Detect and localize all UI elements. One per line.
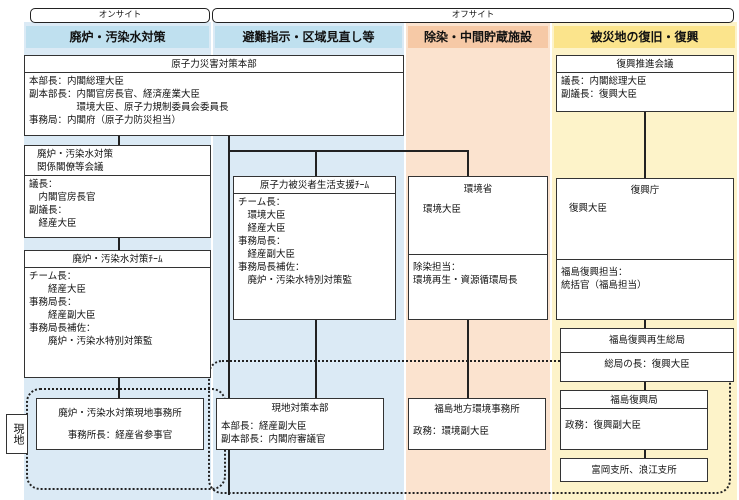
local-response-hq-box: 現地対策本部 本部長：経産副大臣 副本部長：内閣府審議官	[216, 398, 384, 450]
reconstruction-council-body: 議長：内閣総理大臣 副議長：復興大臣	[561, 76, 647, 100]
connector-kankyo-env	[467, 320, 469, 398]
decommissioning-team-title: 廃炉・汚染水対策ﾁｰﾑ	[72, 254, 163, 265]
fukushima-reconstruction-bureau-title: 福島復興局	[610, 395, 658, 406]
connector-hq-bar	[228, 150, 468, 152]
evacuee-support-team-title: 原子力被災者生活支援ﾁｰﾑ	[259, 180, 370, 191]
local-area-outline-offsite	[208, 360, 731, 494]
fukushima-environment-office-box: 福島地方環境事務所 政務：環境副大臣	[408, 398, 546, 450]
reconstruction-agency-minister: 復興大臣	[569, 203, 608, 214]
nuclear-emergency-hq-body: 本部長：内閣総理大臣 副本部長：内閣官房長官、経済産業大臣 環境大臣、原子力規制…	[29, 76, 229, 126]
ministry-of-environment-minister: 環境大臣	[423, 204, 462, 215]
connector-seikatsu-genchi	[315, 320, 317, 398]
evacuee-support-team-box: 原子力被災者生活支援ﾁｰﾑ チーム長： 環境大臣 経産大臣 事務局長： 経産副大…	[233, 176, 396, 320]
connector-suishin	[644, 112, 646, 178]
branch-offices-box: 富岡支所、浪江支所	[560, 458, 708, 482]
reconstruction-council-title: 復興推進会議	[616, 59, 674, 70]
fukushima-reconstruction-officer: 福島復興担当： 統括官（福島担当）	[561, 267, 647, 291]
local-response-hq-title: 現地対策本部	[271, 403, 329, 414]
connector-fukkocho-saisei	[644, 320, 646, 328]
connector-saisei-kyoku	[644, 382, 646, 390]
reconstruction-council-box: 復興推進会議 議長：内閣総理大臣 副議長：復興大臣	[556, 55, 734, 112]
fukushima-reconstruction-bureau-box: 福島復興局 政務：復興副大臣	[560, 390, 708, 450]
decommissioning-team-box: 廃炉・汚染水対策ﾁｰﾑ チーム長： 経産大臣 事務局長： 経産副大臣 事務局長補…	[24, 250, 211, 378]
decommissioning-local-office-body: 事務所長：経産省参事官	[67, 430, 173, 441]
connector-kankyo	[467, 150, 469, 176]
decommissioning-team-body: チーム長： 経産大臣 事務局長： 経産副大臣 事務局長補佐： 廃炉・汚染水特別対…	[29, 271, 153, 347]
ministry-of-environment-title: 環境省	[463, 184, 493, 195]
onsite-label: オンサイト	[30, 8, 210, 23]
ministry-of-environment-box: 環境省 環境大臣 除染担当： 環境再生・資源循環局長	[408, 176, 548, 320]
column-header-decontamination: 除染・中間貯蔵施設	[408, 26, 548, 48]
ministerial-council-title: 廃炉・汚染水対策 関係閣僚等会議	[37, 149, 114, 173]
offsite-label: オフサイト	[212, 8, 734, 23]
column-header-decommissioning: 廃炉・汚染水対策	[26, 26, 209, 48]
connector-seikatsu	[315, 150, 317, 176]
nuclear-emergency-hq-box: 原子力災害対策本部 本部長：内閣総理大臣 副本部長：内閣官房長官、経済産業大臣 …	[24, 55, 404, 136]
fukushima-environment-office-title: 福島地方環境事務所	[434, 404, 520, 415]
fukushima-revitalization-hq-box: 福島復興再生総局 総局の長：復興大臣	[560, 328, 734, 382]
decommissioning-local-office-title: 廃炉・汚染水対策現地事務所	[58, 408, 182, 419]
decontamination-officer: 除染担当： 環境再生・資源循環局長	[413, 262, 518, 286]
genchi-label: 現地	[6, 414, 28, 454]
decommissioning-local-office-box: 廃炉・汚染水対策現地事務所 事務所長：経産省参事官	[36, 398, 204, 450]
connector-hq-trunk	[228, 135, 230, 495]
ministerial-council-box: 廃炉・汚染水対策 関係閣僚等会議 議長： 内閣官房長官 副議長： 経産大臣	[24, 145, 211, 238]
local-response-hq-body: 本部長：経産副大臣 副本部長：内閣府審議官	[221, 421, 326, 445]
column-header-reconstruction: 被災地の復旧・復興	[554, 26, 735, 48]
fukushima-reconstruction-bureau-body: 政務：復興副大臣	[565, 420, 642, 431]
connector-hq-kakuryo	[118, 135, 120, 145]
connector-kyoku-tomioka	[644, 450, 646, 458]
evacuee-support-team-body: チーム長： 環境大臣 経産大臣 事務局長： 経産副大臣 事務局長補佐： 廃炉・汚…	[238, 197, 353, 286]
connector-kakuryo-team	[118, 238, 120, 250]
reconstruction-agency-title: 復興庁	[630, 185, 660, 196]
branch-offices-label: 富岡支所、浪江支所	[591, 465, 677, 476]
column-header-evacuation: 避難指示・区域見直し等	[215, 26, 402, 48]
fukushima-revitalization-hq-body: 総局の長：復興大臣	[604, 359, 690, 370]
fukushima-revitalization-hq-title: 福島復興再生総局	[608, 335, 685, 346]
reconstruction-agency-box: 復興庁 復興大臣 福島復興担当： 統括官（福島担当）	[556, 178, 734, 320]
fukushima-environment-office-body: 政務：環境副大臣	[413, 426, 490, 437]
ministerial-council-body: 議長： 内閣官房長官 副議長： 経産大臣	[29, 179, 96, 229]
nuclear-emergency-hq-title: 原子力災害対策本部	[171, 59, 257, 70]
